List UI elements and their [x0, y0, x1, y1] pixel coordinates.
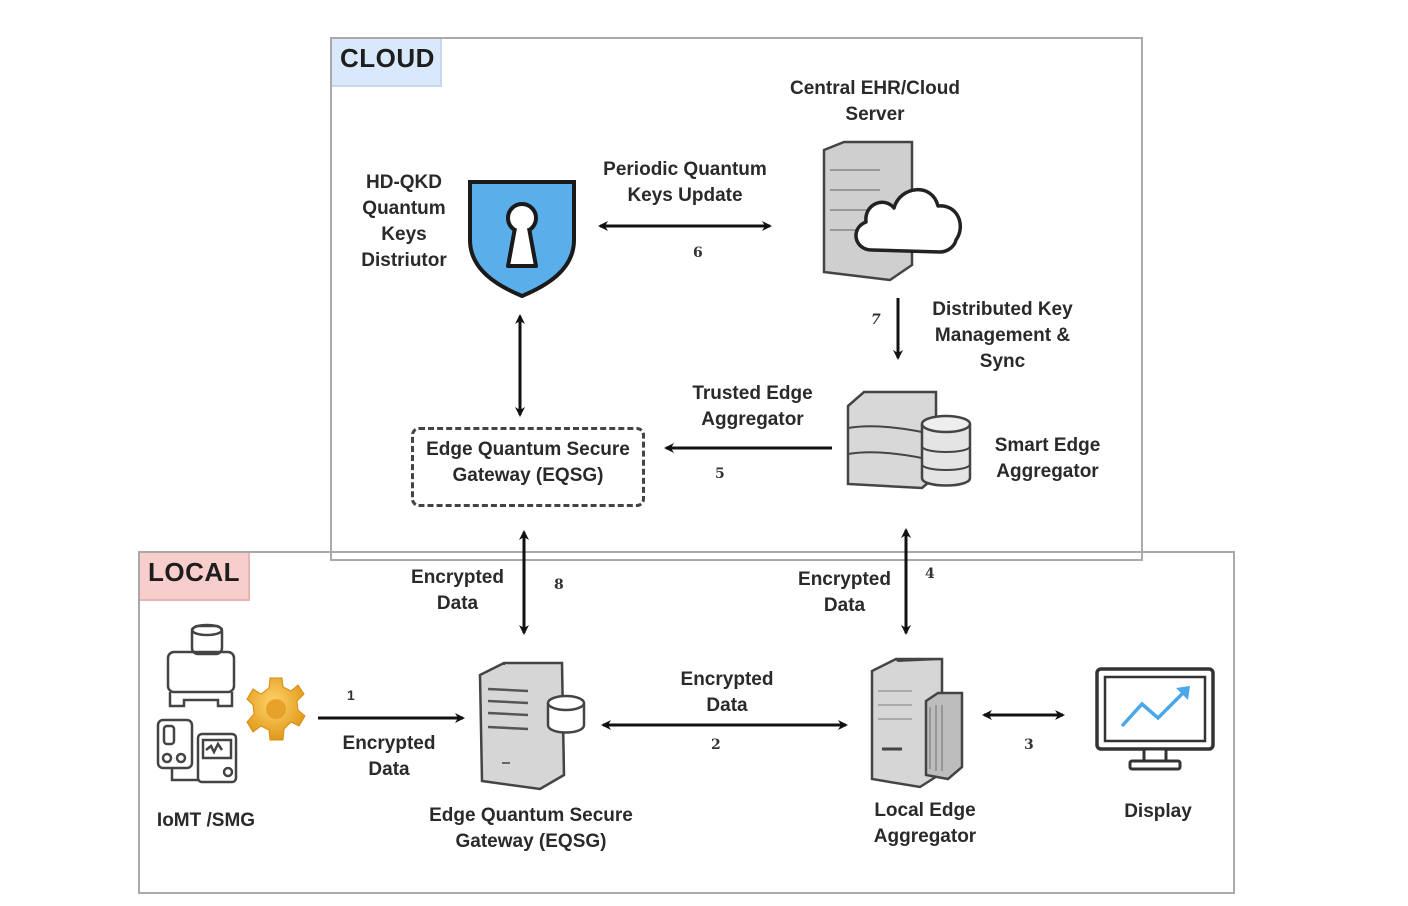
eqsg-cloud-label: Edge Quantum Secure Gateway (EQSG) [411, 437, 645, 489]
iomt-label: IoMT /SMG [156, 810, 256, 831]
server-database-icon [478, 661, 586, 791]
display-label: Display [1124, 801, 1192, 822]
central-server-label: Central EHR/Cloud Server [770, 76, 980, 128]
edge-2-label-line: Data [706, 695, 748, 716]
server-database-icon [846, 390, 972, 490]
hdqkd-label-line: Quantum [362, 198, 446, 219]
smart-edge-label: Smart Edge Aggregator [985, 433, 1110, 485]
cloud-zone-label: CLOUD [332, 39, 442, 87]
gear-icon [246, 677, 306, 741]
hdqkd-label-line: Distriutor [361, 250, 447, 271]
local-zone-label: LOCAL [140, 553, 250, 601]
edge-1-number: 1 [347, 687, 355, 703]
edge-4-label-line: Encrypted [798, 569, 891, 590]
server-tower-icon [870, 657, 964, 789]
eqsg-local-label-line: Edge Quantum Secure [429, 805, 633, 826]
shield-keyhole-icon [468, 180, 576, 299]
central-server-label-line: Server [845, 104, 905, 125]
cloud-server-icon [822, 140, 962, 282]
edge-7-number: 7 [871, 312, 881, 328]
edge-5-label-line: Trusted Edge [692, 383, 813, 404]
eqsg-cloud-label-line: Edge Quantum Secure [426, 439, 630, 460]
edge-7-label-line: Management & [934, 325, 1071, 346]
eqsg-cloud-node [411, 427, 645, 507]
local-zone [138, 551, 1235, 894]
local-edge-label: Local Edge Aggregator [860, 798, 990, 850]
edge-4-label: Encrypted Data [787, 567, 902, 619]
edge-7-label: Distributed Key Management & Sync [920, 297, 1085, 375]
smart-edge-label-line: Aggregator [996, 461, 1099, 482]
smart-edge-label-line: Smart Edge [994, 435, 1101, 456]
edge-1-label-line: Data [368, 759, 410, 780]
edge-7-label-line: Sync [979, 351, 1026, 372]
local-edge-label-line: Aggregator [873, 826, 977, 847]
hdqkd-label-line: Keys [381, 224, 427, 245]
edge-5-label-line: Aggregator [701, 409, 804, 430]
cloud-zone [330, 37, 1143, 561]
edge-8-label-line: Encrypted [411, 567, 504, 588]
central-server-label-line: Central EHR/Cloud [790, 78, 960, 99]
edge-2-number: 2 [711, 737, 721, 753]
edge-5-number: 5 [715, 466, 725, 482]
edge-7-label-line: Distributed Key [932, 299, 1073, 320]
edge-8-label: Encrypted Data [400, 565, 515, 617]
eqsg-local-label: Edge Quantum Secure Gateway (EQSG) [413, 803, 649, 855]
edge-2-label-line: Encrypted [680, 669, 774, 690]
edge-6-number: 6 [693, 245, 703, 261]
edge-2-label: Encrypted Data [668, 667, 786, 719]
edge-6-label-line: Periodic Quantum [603, 159, 767, 180]
monitor-chart-icon [1095, 667, 1215, 771]
edge-1-label: Encrypted Data [330, 731, 448, 783]
edge-6-label: Periodic Quantum Keys Update [590, 157, 780, 209]
edge-3-number: 3 [1024, 737, 1034, 753]
edge-5-label: Trusted Edge Aggregator [670, 381, 835, 433]
hdqkd-label: HD-QKD Quantum Keys Distriutor [352, 170, 456, 274]
eqsg-cloud-label-line: Gateway (EQSG) [452, 465, 604, 486]
edge-4-label-line: Data [823, 595, 866, 616]
eqsg-local-label-line: Gateway (EQSG) [455, 831, 607, 852]
edge-6-label-line: Keys Update [627, 185, 743, 206]
edge-1-label-line: Encrypted [342, 733, 436, 754]
hdqkd-label-line: HD-QKD [366, 172, 442, 193]
edge-8-label-line: Data [436, 593, 479, 614]
medical-devices-icon [156, 623, 238, 784]
edge-4-number: 4 [925, 566, 935, 582]
local-edge-label-line: Local Edge [874, 800, 976, 821]
edge-8-number: 8 [554, 577, 564, 593]
